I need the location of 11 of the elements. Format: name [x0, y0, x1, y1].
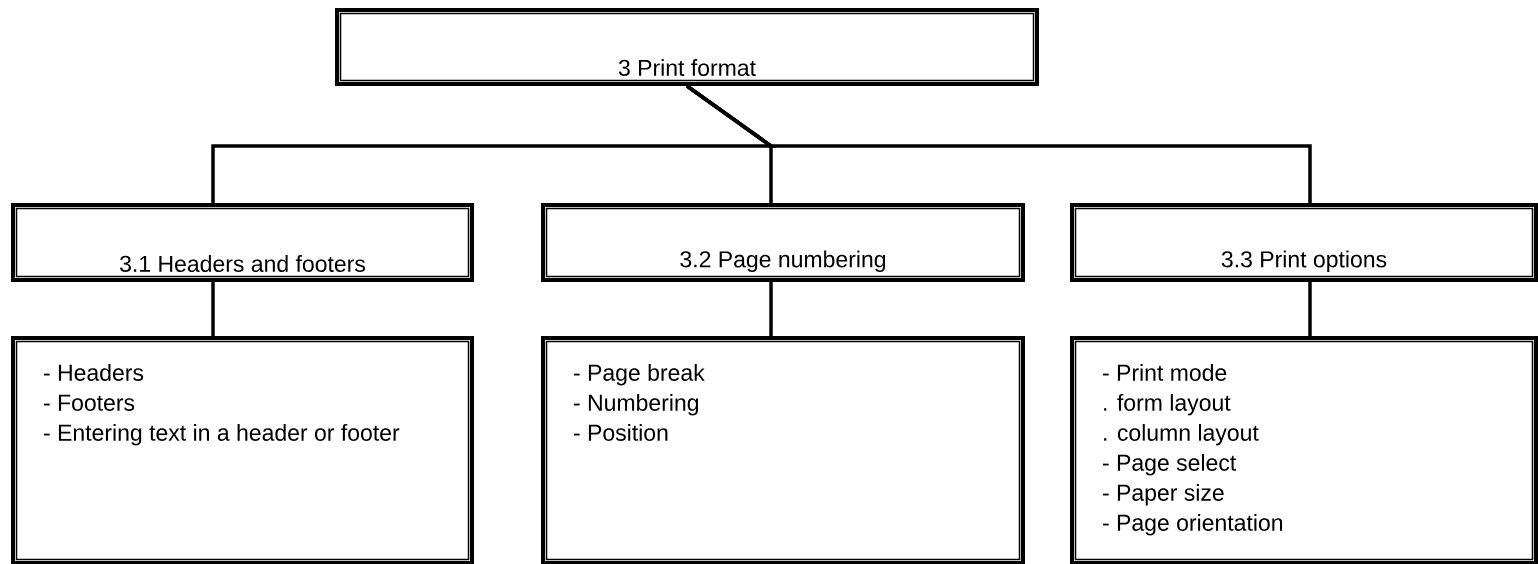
connector-line: [1308, 278, 1312, 336]
connector-line: [686, 84, 1312, 203]
topic-box: - Page break - Numbering - Position: [541, 336, 1025, 564]
topic-box: - Print mode . form layout . column layout - Page select - Paper size - Page orientation: [1070, 336, 1538, 564]
connector-line: [769, 278, 773, 336]
topic-box: - Headers - Footers - Entering text in a header or footer: [11, 336, 474, 564]
connector-line: [211, 278, 215, 336]
heading-box: 3 Print format: [335, 8, 1039, 86]
heading-box: 3.1 Headers and footers: [11, 203, 474, 282]
heading-box: 3.3 Print options: [1070, 203, 1538, 282]
heading-box: 3.2 Page numbering: [541, 203, 1025, 282]
